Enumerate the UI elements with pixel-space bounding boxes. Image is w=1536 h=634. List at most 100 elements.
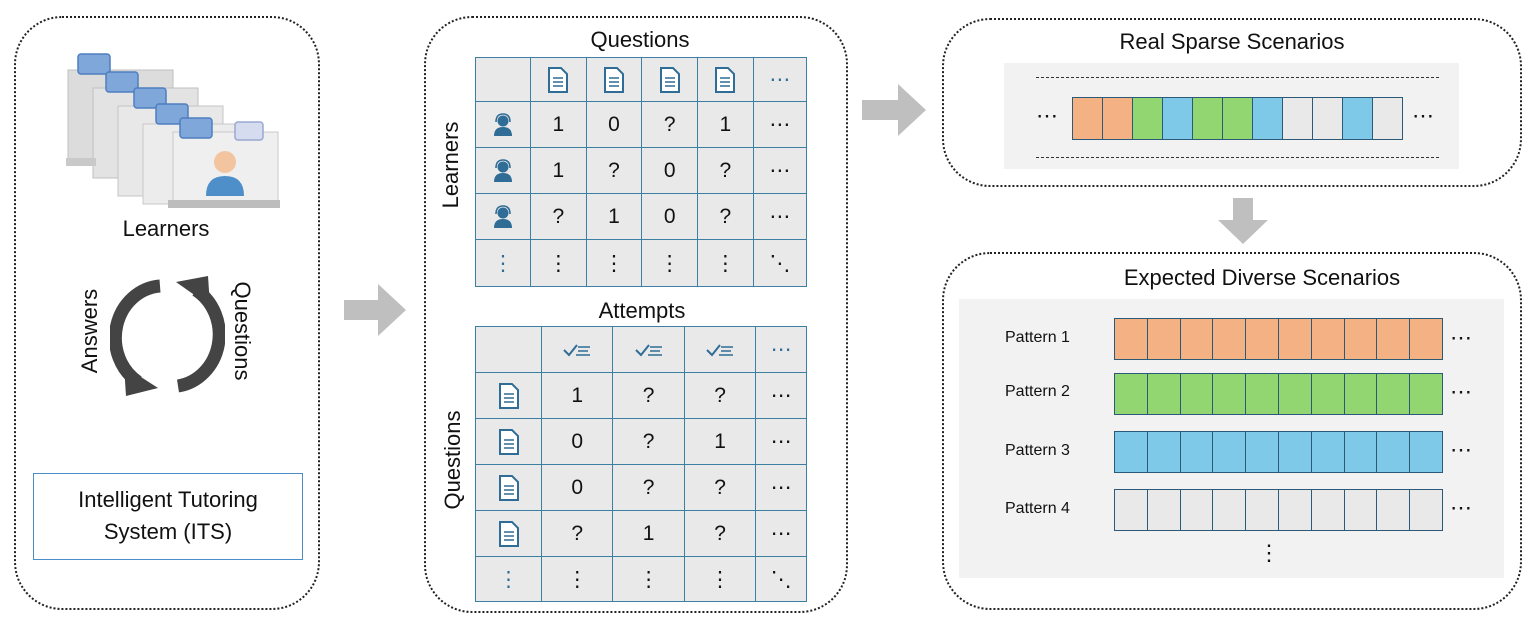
- pattern-cell: [1180, 319, 1214, 359]
- sparse-left-ellipsis: ⋯: [1036, 103, 1059, 128]
- document-icon: [548, 66, 569, 93]
- its-label-line2: System (ITS): [103, 519, 233, 544]
- row-more-cell: ⋮: [475, 239, 531, 287]
- pattern-cell: [1213, 374, 1247, 414]
- sequence-cell: [1073, 98, 1103, 139]
- pattern-cell: [1246, 374, 1279, 414]
- diverse-scenarios-panel: [942, 252, 1522, 610]
- header-more-cell: ⋯: [752, 57, 808, 102]
- matrix-cell: ?: [540, 510, 614, 557]
- matrix-cell: ?: [683, 372, 757, 419]
- pattern-cell: [1410, 374, 1442, 414]
- pattern-cell: [1377, 490, 1411, 530]
- matrix-cell: ⋱: [755, 556, 807, 602]
- sequence-cell: [1343, 98, 1373, 139]
- pattern-ellipsis: ⋯: [1450, 437, 1473, 462]
- pattern-cell: [1147, 319, 1181, 359]
- question-header-cell: [641, 57, 699, 102]
- learner-avatar-icon: [206, 151, 244, 196]
- pattern-cell: [1278, 319, 1312, 359]
- matrix-cell: ⋯: [755, 418, 807, 465]
- matrix-cell: ?: [612, 372, 685, 419]
- document-icon: [498, 474, 519, 501]
- pattern-cell: [1344, 432, 1378, 472]
- pattern-cell: [1278, 432, 1312, 472]
- document-icon: [659, 66, 680, 93]
- attempt-header-cell: [683, 326, 757, 373]
- matrix-cell: ⋮: [697, 239, 754, 287]
- sequence-cell: [1253, 98, 1283, 139]
- question-row-header: [475, 418, 542, 465]
- attempt-check-icon: [634, 343, 662, 356]
- sparse-scenarios-title: Real Sparse Scenarios: [1119, 29, 1345, 54]
- learner-icon: [494, 158, 512, 182]
- attempt-header-cell: [540, 326, 614, 373]
- pattern-cell: [1115, 319, 1148, 359]
- question-row-header: [475, 372, 542, 419]
- corner-cell: [475, 57, 531, 102]
- matrix-cell: 0: [540, 418, 614, 465]
- pattern-ellipsis: ⋯: [1450, 495, 1473, 520]
- matrix-cell: ⋮: [683, 556, 757, 602]
- sparse-right-ellipsis: ⋯: [1412, 103, 1435, 128]
- matrix-cell: ?: [697, 147, 754, 194]
- document-icon: [498, 382, 519, 409]
- matrix-cell: ⋮: [540, 556, 614, 602]
- flow-arrow-right-2: [862, 84, 926, 136]
- pattern-label: Pattern 2: [1005, 383, 1070, 400]
- matrix-cell: ⋮: [612, 556, 685, 602]
- sequence-cell: [1283, 98, 1313, 139]
- diverse-scenarios-title: Expected Diverse Scenarios: [1123, 265, 1401, 290]
- question-header-cell: [530, 57, 587, 102]
- more-patterns-ellipsis: ⋮: [1258, 540, 1281, 565]
- header-more-cell: ⋯: [755, 326, 807, 373]
- pattern-cell: [1213, 432, 1247, 472]
- sequence-dashed-line-top: [1036, 77, 1439, 78]
- question-row-header: [475, 510, 542, 557]
- learner-row-header: [475, 147, 531, 194]
- matrix-cell: 1: [540, 372, 614, 419]
- question-header-cell: [585, 57, 643, 102]
- pattern-cell: [1311, 432, 1345, 472]
- document-icon: [498, 428, 519, 455]
- matrix-cell: 1: [612, 510, 685, 557]
- attempts-matrix-title: Attempts: [598, 298, 686, 323]
- matrix-cell: 1: [683, 418, 757, 465]
- pattern-label: Pattern 1: [1005, 329, 1070, 346]
- pattern-ellipsis: ⋯: [1450, 325, 1473, 350]
- its-label-line1: Intelligent Tutoring: [78, 487, 258, 512]
- row-more-cell: ⋮: [475, 556, 542, 602]
- document-icon: [498, 520, 519, 547]
- matrix-cell: ?: [683, 464, 757, 511]
- sequence-cell: [1223, 98, 1253, 139]
- questions-axis-label: Questions: [440, 410, 465, 510]
- sparse-scenarios-panel: [942, 18, 1522, 187]
- sequence-cell: [1163, 98, 1193, 139]
- matrix-cell: ⋮: [641, 239, 699, 287]
- learner-icon: [494, 112, 512, 136]
- matrix-cell: 1: [530, 101, 587, 148]
- matrix-cell: 1: [530, 147, 587, 194]
- pattern-cell: [1246, 490, 1279, 530]
- sequence-cell: [1193, 98, 1223, 139]
- pattern-cell: [1311, 319, 1345, 359]
- matrix-cell: ⋯: [752, 147, 808, 194]
- exchange-cycle-icon: [110, 276, 225, 396]
- matrix-cell: ⋯: [752, 193, 808, 240]
- matrix-cell: ⋯: [755, 372, 807, 419]
- matrix-cell: 0: [641, 147, 699, 194]
- flow-arrow-right-1: [344, 284, 406, 336]
- pattern-cell: [1115, 432, 1148, 472]
- pattern-cell: [1180, 432, 1214, 472]
- answers-label: Answers: [77, 288, 102, 374]
- attempt-check-icon: [706, 343, 734, 356]
- pattern-sequence: [1114, 489, 1443, 531]
- matrix-cell: ?: [612, 464, 685, 511]
- pattern-sequence: [1114, 318, 1443, 360]
- pattern-cell: [1213, 319, 1247, 359]
- matrix-cell: ⋮: [530, 239, 587, 287]
- sparse-sequence: [1072, 97, 1403, 140]
- matrix-cell: 0: [540, 464, 614, 511]
- pattern-cell: [1147, 432, 1181, 472]
- sequence-cell: [1373, 98, 1402, 139]
